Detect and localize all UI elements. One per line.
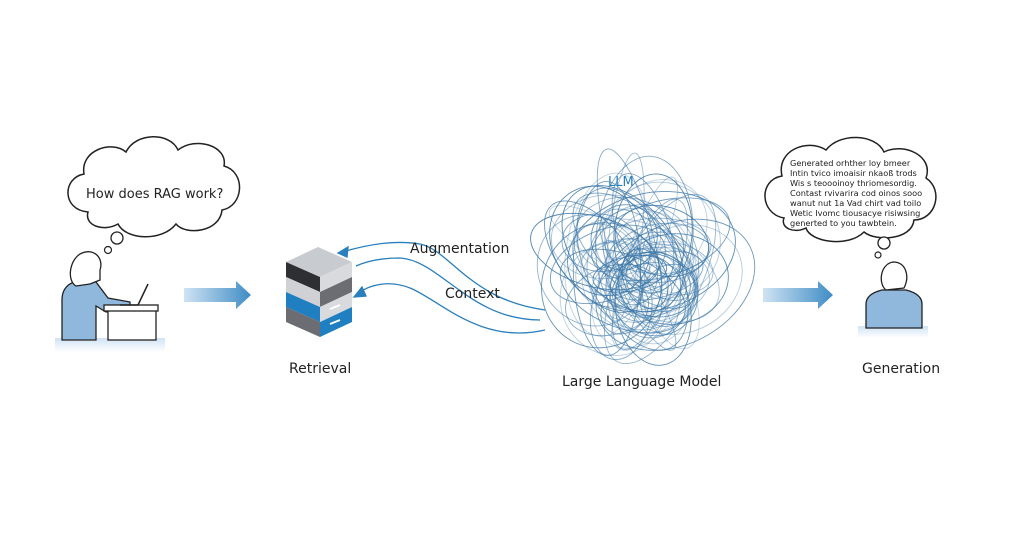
generation-label: Generation	[862, 361, 940, 377]
scribble-loop	[612, 198, 689, 350]
flow-arrow-to-generation	[763, 281, 833, 309]
answer-line: wanut nut 1a Vad chirt vad toilo	[790, 198, 921, 208]
scribble-loop	[595, 155, 694, 322]
scribble-loop	[604, 217, 712, 275]
user-figure-icon	[55, 251, 165, 352]
scribble-loop	[572, 192, 698, 309]
scribble-loop	[565, 263, 662, 337]
scribble-loop	[611, 262, 687, 318]
retrieval-label: Retrieval	[289, 361, 351, 377]
scribble-loop	[619, 263, 672, 317]
scribble-loop	[576, 223, 636, 272]
answer-line: Wetic Ivomc tiousacye risiwsing	[790, 208, 920, 218]
answer-line: Generated orhther loy bmeer	[790, 158, 911, 168]
answer-line: Contast rvivarira cod oinos sooo	[790, 188, 922, 198]
flow-arrow-to-retrieval	[184, 281, 251, 309]
question-thought-bubble: How does RAG work?	[67, 136, 241, 255]
scribble-loop	[564, 172, 653, 337]
scribble-loop	[575, 240, 651, 308]
augmentation-label: Augmentation	[410, 241, 509, 257]
scribble-loop	[586, 204, 700, 331]
scribble-loop	[548, 205, 692, 294]
database-server-icon	[286, 247, 352, 337]
scribble-loop	[576, 187, 689, 351]
question-text: How does RAG work?	[86, 187, 223, 202]
scribble-loop	[614, 243, 696, 339]
scribble-loop	[603, 193, 717, 365]
context-label: Context	[445, 286, 500, 302]
answer-line: Wis s teoooinoy thriomesordig.	[790, 178, 917, 188]
scribble-loop	[611, 173, 675, 288]
scribble-loop	[572, 181, 642, 356]
scribble-loop	[595, 218, 756, 351]
scribble-loop	[601, 181, 721, 299]
answer-line: generted to you tawbtein.	[790, 218, 897, 228]
scribble-loop	[580, 241, 639, 297]
answer-line: Intin tvico imoaisir nkaoß trods	[790, 168, 917, 178]
scribble-loop	[607, 211, 698, 345]
scribble-loop	[603, 179, 708, 282]
scribble-loop	[609, 251, 699, 337]
generation-person-icon	[858, 261, 928, 338]
llm-tag: LLM	[608, 175, 634, 190]
scribble-loop	[621, 235, 700, 314]
llm-neural-scribble	[530, 148, 756, 366]
scribble-loop	[549, 185, 651, 297]
llm-label: Large Language Model	[562, 374, 721, 390]
scribble-loop	[609, 250, 704, 301]
scribble-loop	[541, 222, 663, 349]
augmentation-context-connectors	[336, 241, 546, 334]
